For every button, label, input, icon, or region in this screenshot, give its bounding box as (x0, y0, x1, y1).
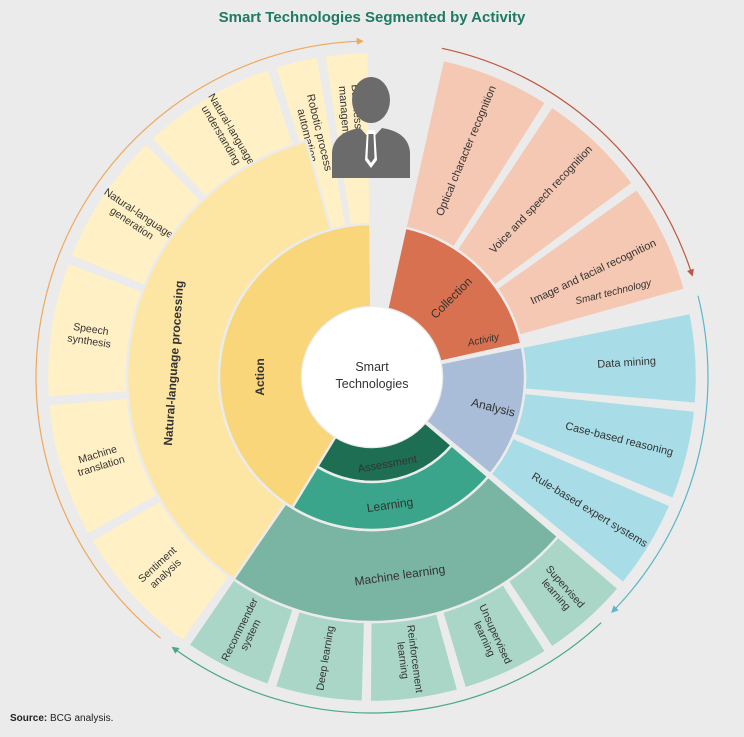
activity-label-action: Action (253, 358, 267, 395)
arrow-collection (441, 47, 694, 277)
arrow-learning (171, 622, 602, 714)
center-label-line2: Technologies (336, 377, 409, 391)
source-label: Source: (10, 713, 48, 724)
source-note: Source: BCG analysis. (10, 713, 113, 724)
person-icon (332, 77, 410, 178)
tech-label-data-mining: Data mining (597, 355, 656, 370)
page-title: Smart Technologies Segmented by Activity (218, 9, 526, 26)
center-label-line1: Smart (355, 360, 389, 374)
source-text: BCG analysis. (50, 713, 114, 724)
segment-learning (290, 443, 490, 532)
arrow-action (35, 37, 364, 639)
center-circle (302, 307, 442, 447)
activity-label-learning: Learning (366, 495, 414, 515)
arrow-analysis (611, 295, 709, 613)
